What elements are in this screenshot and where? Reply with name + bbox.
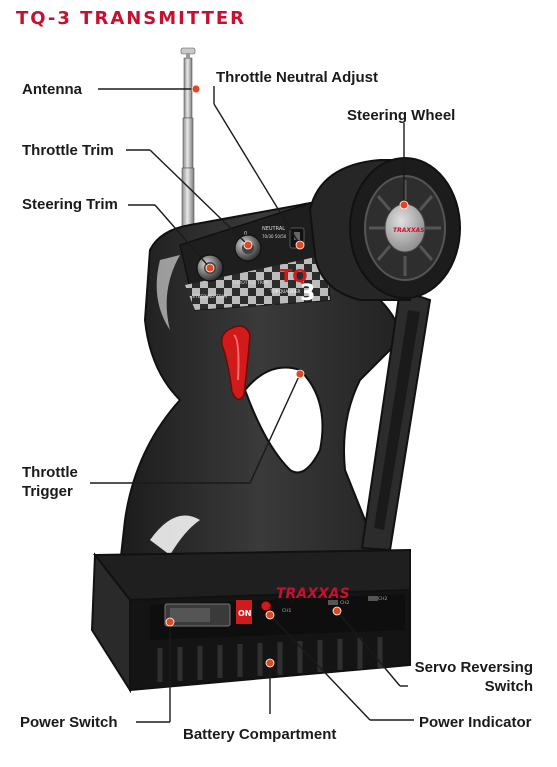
servo-reversing-switch[interactable] — [328, 596, 378, 605]
label-steering-trim: Steering Trim — [22, 196, 118, 213]
model-number: 3 — [300, 281, 315, 306]
power-indicator-led — [260, 600, 272, 612]
diagram-title: TQ-3 TRANSMITTER — [16, 8, 247, 29]
label-power-indicator: Power Indicator — [419, 714, 532, 731]
label-steering-wheel: Steering Wheel — [347, 107, 456, 124]
label-throttle-trigger-line2: Trigger — [22, 483, 73, 500]
trim-zero-mark: 0 — [244, 231, 247, 237]
qualifier-text: TOP QUALIFIER — [269, 289, 301, 294]
label-throttle-trim: Throttle Trim — [22, 142, 114, 159]
neutral-label: NEUTRAL — [262, 226, 285, 232]
throttle-trim-text: THROTTLE TRIM — [231, 280, 268, 286]
leader-lines — [90, 86, 414, 723]
base-brand-logo: TRAXXAS — [276, 586, 350, 602]
label-power-switch: Power Switch — [20, 714, 118, 731]
antenna-graphic — [180, 47, 196, 229]
power-switch[interactable]: ON — [164, 600, 252, 627]
steering-wheel[interactable]: TRAXXAS — [308, 157, 461, 301]
label-battery-compartment: Battery Compartment — [183, 726, 337, 743]
ch2-label-b: CH2 — [378, 596, 388, 602]
label-antenna: Antenna — [22, 81, 82, 98]
label-servo-reversing-line1: Servo Reversing — [414, 659, 533, 676]
label-throttle-trigger-line1: Throttle — [22, 464, 78, 481]
label-servo-reversing-line2: Switch — [484, 678, 533, 695]
throttle-trigger[interactable] — [220, 325, 251, 401]
steering-trim-text: STEERING TRIM — [192, 294, 227, 300]
neutral-ratio: 70/30 50/50 — [262, 234, 287, 239]
label-throttle-neutral-adjust: Throttle Neutral Adjust — [216, 69, 378, 86]
ch2-label-a: CH2 — [340, 600, 350, 606]
callout-dots — [165, 84, 409, 668]
ch1-label: CH1 — [282, 608, 292, 614]
model-logo: TQ — [280, 266, 308, 287]
on-label: ON — [238, 609, 252, 618]
wheel-brand-logo: TRAXXAS — [393, 227, 425, 234]
